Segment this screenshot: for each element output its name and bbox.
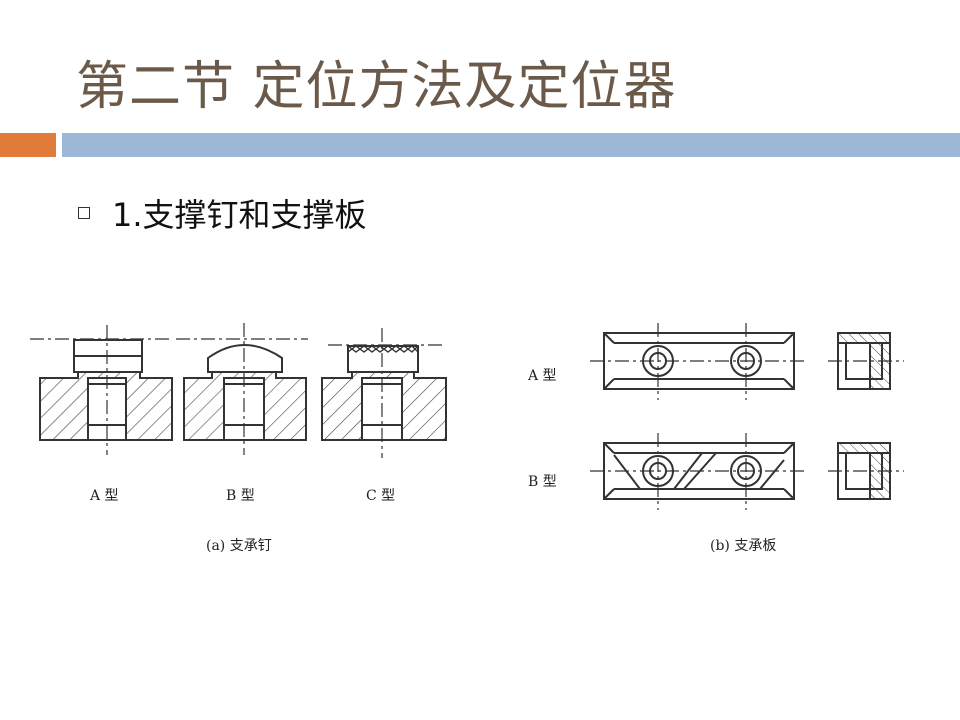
plate-a-label: A 型	[527, 368, 557, 384]
plates-caption: (b) 支承板	[710, 538, 776, 554]
support-pin-c	[321, 328, 447, 458]
support-diagram: A 型 B 型 C 型 (a) 支承钉 A 型 B 型 (b) 支承板	[30, 323, 904, 554]
support-pin-b	[176, 323, 308, 455]
pins-caption: (a) 支承钉	[206, 538, 272, 554]
accent-bar-blue	[62, 133, 960, 157]
pin-b-label: B 型	[226, 488, 255, 504]
support-pin-a	[30, 325, 173, 455]
accent-bar-orange	[0, 133, 56, 157]
bullet-square-icon	[78, 207, 90, 219]
plate-b-label: B 型	[528, 474, 557, 490]
pin-a-label: A 型	[89, 488, 119, 504]
page-title: 第二节 定位方法及定位器	[76, 57, 677, 117]
support-plate-b	[590, 433, 904, 510]
pin-c-label: C 型	[366, 488, 395, 504]
bullet-text: 1.支撑钉和支撑板	[112, 196, 367, 234]
support-plate-a	[590, 323, 904, 400]
